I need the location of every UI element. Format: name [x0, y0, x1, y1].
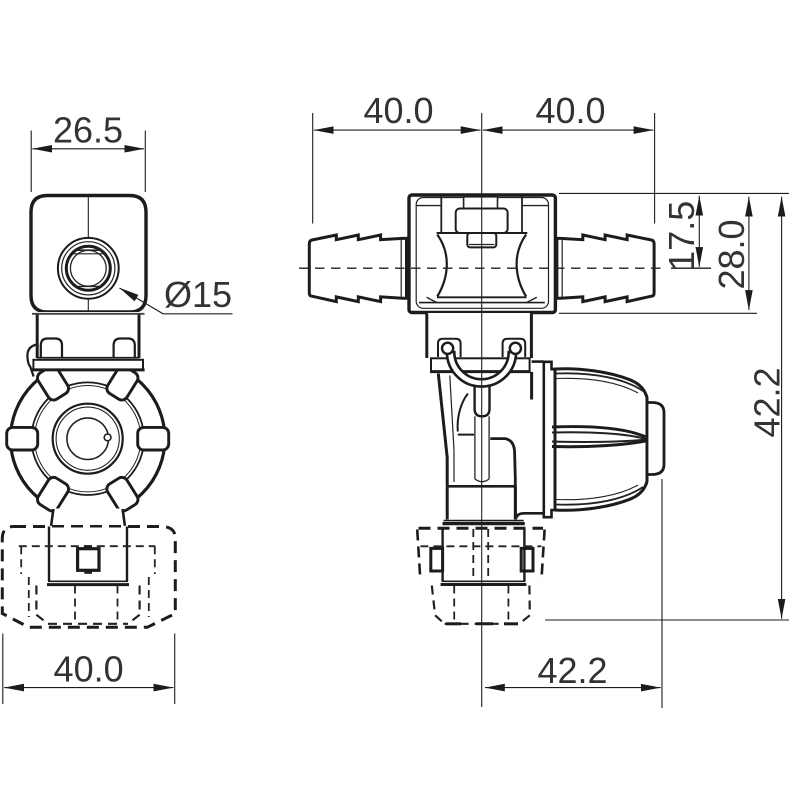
svg-text:40.0: 40.0: [54, 649, 124, 690]
svg-text:Ø15: Ø15: [164, 274, 232, 315]
svg-text:17.5: 17.5: [661, 201, 702, 271]
svg-text:26.5: 26.5: [53, 110, 123, 151]
svg-text:42.2: 42.2: [747, 367, 788, 437]
svg-text:42.2: 42.2: [537, 650, 607, 691]
svg-text:40.0: 40.0: [363, 90, 433, 131]
svg-text:40.0: 40.0: [535, 90, 605, 131]
svg-text:28.0: 28.0: [711, 219, 752, 289]
